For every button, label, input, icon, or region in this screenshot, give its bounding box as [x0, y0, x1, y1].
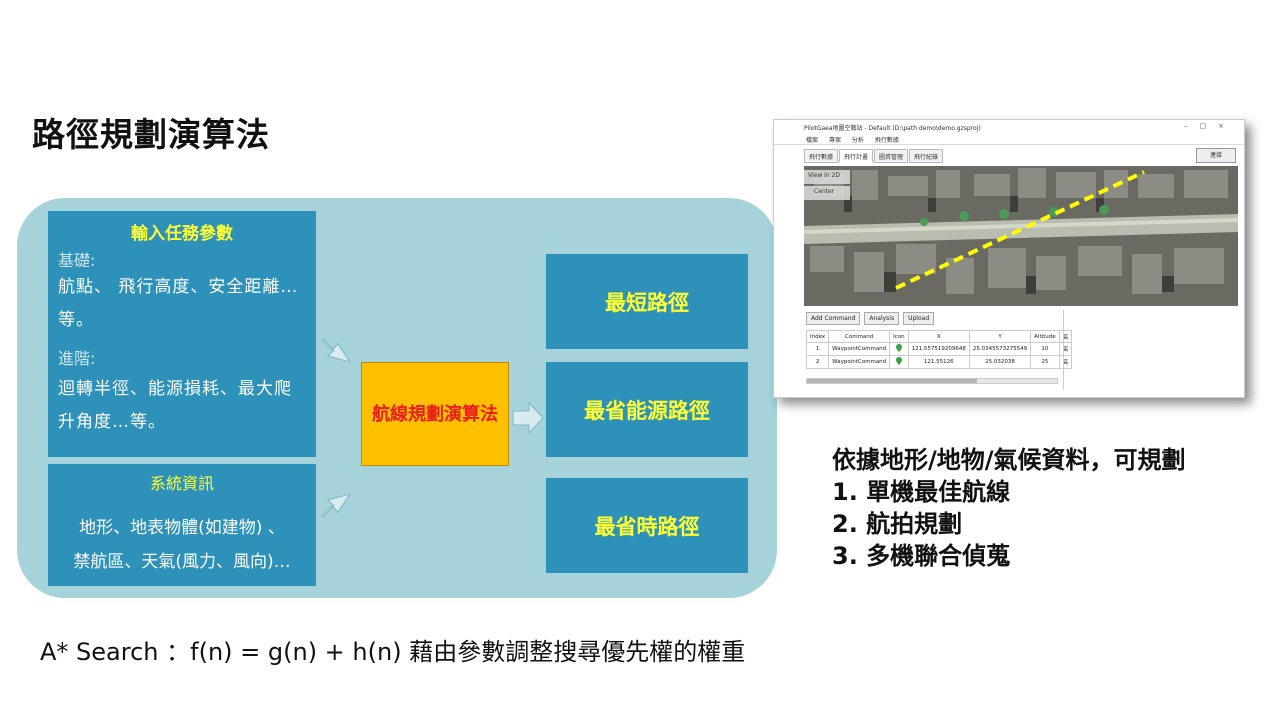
arrow-down-right-icon — [320, 339, 352, 363]
notes-item: 3. 多機聯合偵蒐 — [832, 542, 1011, 570]
menu-item[interactable]: 檔案 — [806, 137, 819, 144]
algorithm-box: 航線規劃演算法 — [361, 362, 509, 466]
output-shortest-path: 最短路徑 — [546, 254, 748, 349]
table-cell: 2 — [805, 355, 830, 369]
map-view[interactable]: View in 2D Center — [804, 166, 1238, 306]
arrow-right-icon — [512, 401, 544, 435]
column-header: 高 — [1058, 330, 1073, 343]
waypoint-pin-icon — [889, 355, 909, 369]
table-cell: 10 — [1030, 342, 1060, 356]
table-row[interactable]: 1 WaypointCommand 121.557519209648 25.03… — [805, 342, 1073, 356]
menu-item[interactable]: 專案 — [828, 137, 841, 144]
city-map-image — [804, 166, 1238, 306]
screenshot-menubar: 檔案 專案 分析 飛行數據 — [774, 133, 1244, 145]
arrow-up-right-icon — [320, 493, 352, 517]
flight-path-line — [895, 170, 1145, 290]
add-command-button[interactable]: Add Command — [806, 312, 861, 325]
column-header: X — [907, 330, 970, 343]
center-button[interactable]: Center — [814, 188, 835, 195]
system-info-box: 系統資訊 地形、地表物體(如建物) 、 禁航區、天氣(風力、風向)… — [48, 464, 316, 586]
tab-flight-log[interactable]: 飛行紀錄 — [909, 149, 944, 163]
table-cell: 1 — [805, 342, 830, 356]
system-info-heading: 系統資訊 — [149, 474, 214, 493]
notes-heading: 依據地形/地物/氣候資料，可規劃 — [832, 446, 1186, 474]
upload-button[interactable]: Upload — [903, 312, 935, 325]
screenshot-window-title: PilotGaea地圖空戰站 - Default (D:\path demo\d… — [804, 125, 981, 132]
column-header: Altitude — [1030, 330, 1060, 343]
table-cell: 高 — [1058, 342, 1073, 356]
input-params-box: 輸入任務參數 基礎: 航點、 飛行高度、安全距離…等。 進階: 迴轉半徑、能源損… — [48, 211, 316, 457]
column-header: Command — [828, 330, 891, 343]
screenshot-tabs: 飛行數據 飛行計畫 圖資管理 飛行紀錄 — [804, 149, 944, 163]
menu-item[interactable]: 分析 — [851, 137, 864, 144]
table-cell: 121.557519209648 — [907, 342, 970, 356]
notes-block: 依據地形/地物/氣候資料，可規劃 1. 單機最佳航線 2. 航拍規劃 3. 多機… — [832, 444, 1186, 572]
tab-map-management[interactable]: 圖資管理 — [874, 149, 909, 163]
table-cell: 121.55126 — [907, 355, 970, 369]
command-select[interactable]: WaypointCommand — [828, 342, 891, 356]
view-2d-button[interactable]: View in 2D — [808, 172, 840, 179]
column-header: Y — [968, 330, 1032, 343]
output-time-path: 最省時路徑 — [546, 478, 748, 573]
advanced-label: 進階: — [58, 349, 96, 368]
horizontal-scrollbar[interactable] — [806, 378, 1058, 384]
advanced-text: 迴轉半徑、能源損耗、最大爬升角度…等。 — [58, 379, 292, 432]
input-params-heading: 輸入任務參數 — [131, 224, 233, 244]
table-row[interactable]: 2 WaypointCommand 121.55126 25.032038 25… — [805, 355, 1073, 369]
notes-item: 1. 單機最佳航線 — [832, 478, 1011, 506]
tab-flight-plan[interactable]: 飛行計畫 — [839, 149, 874, 163]
analysis-button[interactable]: Analysis — [864, 312, 900, 325]
slide-title: 路徑規劃演算法 — [32, 115, 270, 154]
command-select[interactable]: WaypointCommand — [828, 355, 891, 369]
notes-item: 2. 航拍規劃 — [832, 510, 963, 538]
connect-button[interactable]: 連接 — [1196, 148, 1236, 163]
system-info-line1: 地形、地表物體(如建物) 、 — [79, 518, 285, 538]
column-header: Icon — [889, 330, 909, 343]
table-cell: 高 — [1058, 355, 1073, 369]
table-cell: 25.0345573275549 — [968, 342, 1032, 356]
menu-item[interactable]: 飛行數據 — [874, 137, 899, 144]
app-screenshot: PilotGaea地圖空戰站 - Default (D:\path demo\d… — [773, 119, 1245, 398]
table-cell: 25 — [1030, 355, 1060, 369]
waypoint-table: Index Command Icon X Y Altitude 高 1 Wayp… — [805, 330, 1073, 369]
waypoint-pin-icon — [889, 342, 909, 356]
basic-text: 航點、 飛行高度、安全距離…等。 — [58, 277, 299, 330]
command-panel: Add Command Analysis Upload Index Comman… — [804, 310, 1073, 392]
system-info-line2: 禁航區、天氣(風力、風向)… — [73, 552, 291, 572]
tab-flight-data[interactable]: 飛行數據 — [804, 149, 839, 163]
basic-label: 基礎: — [58, 251, 96, 270]
table-cell: 25.032038 — [968, 355, 1032, 369]
output-energy-path: 最省能源路徑 — [546, 362, 748, 457]
column-header: Index — [805, 330, 830, 343]
formula-text: A* Search ：f(n) = g(n) + h(n) 藉由參數調整搜尋優先… — [40, 638, 746, 666]
window-controls-icon: –□× — [1184, 122, 1236, 130]
table-header-row: Index Command Icon X Y Altitude 高 — [805, 330, 1073, 343]
panel-divider — [1063, 310, 1064, 390]
